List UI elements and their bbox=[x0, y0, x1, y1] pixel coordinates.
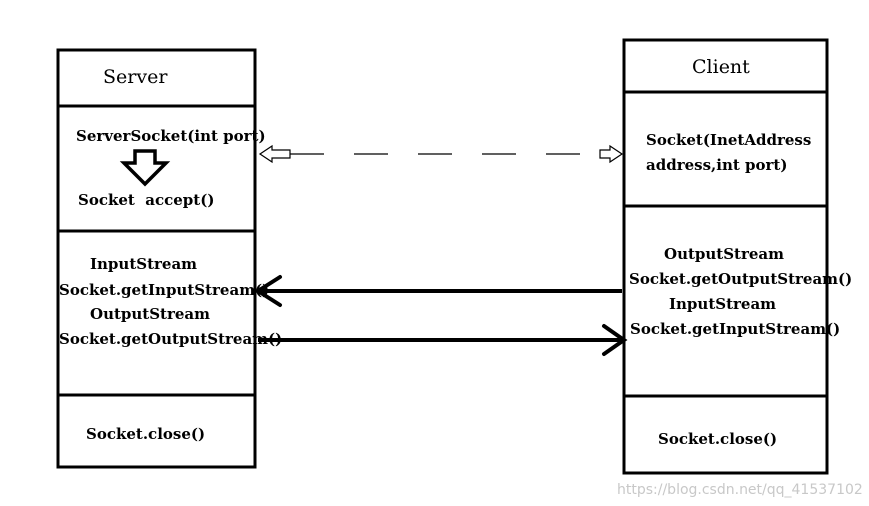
server-serversocket-label: ServerSocket(int port) bbox=[76, 127, 266, 145]
client-box: Client Socket(InetAddress address,int po… bbox=[622, 38, 852, 475]
down-arrow-icon bbox=[119, 149, 171, 187]
connection-dashed-arrow bbox=[258, 144, 624, 164]
client-getoutputstream-label: Socket.getOutputStream() bbox=[629, 270, 852, 288]
server-accept-label: Socket accept() bbox=[78, 191, 214, 209]
client-inputstream-label: InputStream bbox=[669, 295, 776, 313]
client-getinputstream-label: Socket.getInputStream() bbox=[630, 320, 840, 338]
server-to-client-arrow bbox=[258, 324, 628, 356]
left-hollow-arrow-icon bbox=[258, 144, 291, 164]
client-close-label: Socket.close() bbox=[658, 430, 777, 448]
server-box-border bbox=[56, 48, 257, 469]
server-title: Server bbox=[103, 66, 168, 88]
server-box: Server ServerSocket(int port) Socket acc… bbox=[56, 48, 282, 469]
right-hollow-arrow-icon bbox=[599, 144, 624, 164]
client-socket-line1: Socket(InetAddress bbox=[646, 131, 811, 149]
client-title: Client bbox=[692, 56, 750, 78]
server-getinputstream-label: Socket.getInputStream() bbox=[59, 281, 269, 299]
client-to-server-arrow bbox=[254, 275, 622, 307]
client-box-border bbox=[622, 38, 829, 475]
server-inputstream-label: InputStream bbox=[90, 255, 197, 273]
client-outputstream-label: OutputStream bbox=[664, 245, 784, 263]
watermark: https://blog.csdn.net/qq_41537102 bbox=[617, 482, 863, 498]
server-close-label: Socket.close() bbox=[86, 425, 205, 443]
right-arrowhead-icon bbox=[602, 324, 628, 356]
client-socket-line2: address,int port) bbox=[646, 156, 787, 174]
left-arrowhead-icon bbox=[254, 275, 282, 307]
server-outputstream-label: OutputStream bbox=[90, 305, 210, 323]
server-getoutputstream-label: Socket.getOutputStream() bbox=[59, 330, 282, 348]
